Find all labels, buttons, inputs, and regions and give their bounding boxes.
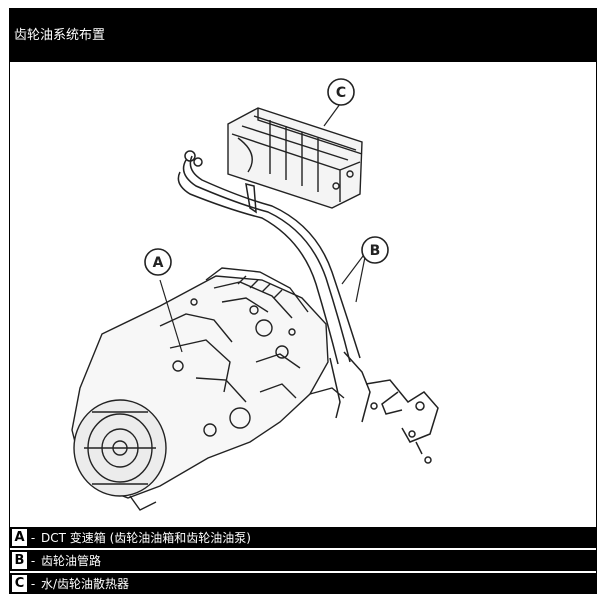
callout-b: B [361, 236, 389, 264]
callout-a-leader [159, 279, 183, 353]
legend: A - DCT 变速箱 (齿轮油油箱和齿轮油油泵) B - 齿轮油管路 C - … [10, 527, 596, 596]
figure-frame: 齿轮油系统布置 [9, 8, 597, 594]
legend-text-b: 齿轮油管路 [41, 554, 102, 568]
legend-text-c: 水/齿轮油散热器 [41, 577, 130, 591]
legend-row-b: B - 齿轮油管路 [10, 550, 596, 571]
callout-c: C [327, 78, 355, 106]
legend-row-a: A - DCT 变速箱 (齿轮油油箱和齿轮油油泵) [10, 527, 596, 548]
callout-c-label: C [336, 85, 346, 101]
legend-dash: - [30, 553, 36, 568]
callout-a-label: A [153, 255, 164, 271]
legend-text-a: DCT 变速箱 (齿轮油油箱和齿轮油油泵) [41, 531, 251, 545]
oil-cooler-drawing [227, 107, 363, 209]
gear-oil-system-diagram: A B C [10, 62, 596, 527]
legend-row-c: C - 水/齿轮油散热器 [10, 573, 596, 594]
figure-title: 齿轮油系统布置 [10, 9, 596, 62]
callout-b-leader-2 [355, 251, 367, 303]
legend-dash: - [30, 576, 36, 591]
callout-a: A [144, 248, 172, 276]
callout-c-leader [323, 103, 341, 127]
oil-pipes-drawing [177, 150, 439, 464]
callout-b-label: B [370, 243, 381, 259]
legend-dash: - [30, 530, 36, 545]
legend-key-b: B [12, 552, 27, 569]
callout-b-leader-1 [341, 251, 367, 285]
dct-transmission-drawing [71, 267, 345, 511]
legend-key-a: A [12, 529, 27, 546]
legend-key-c: C [12, 575, 27, 592]
